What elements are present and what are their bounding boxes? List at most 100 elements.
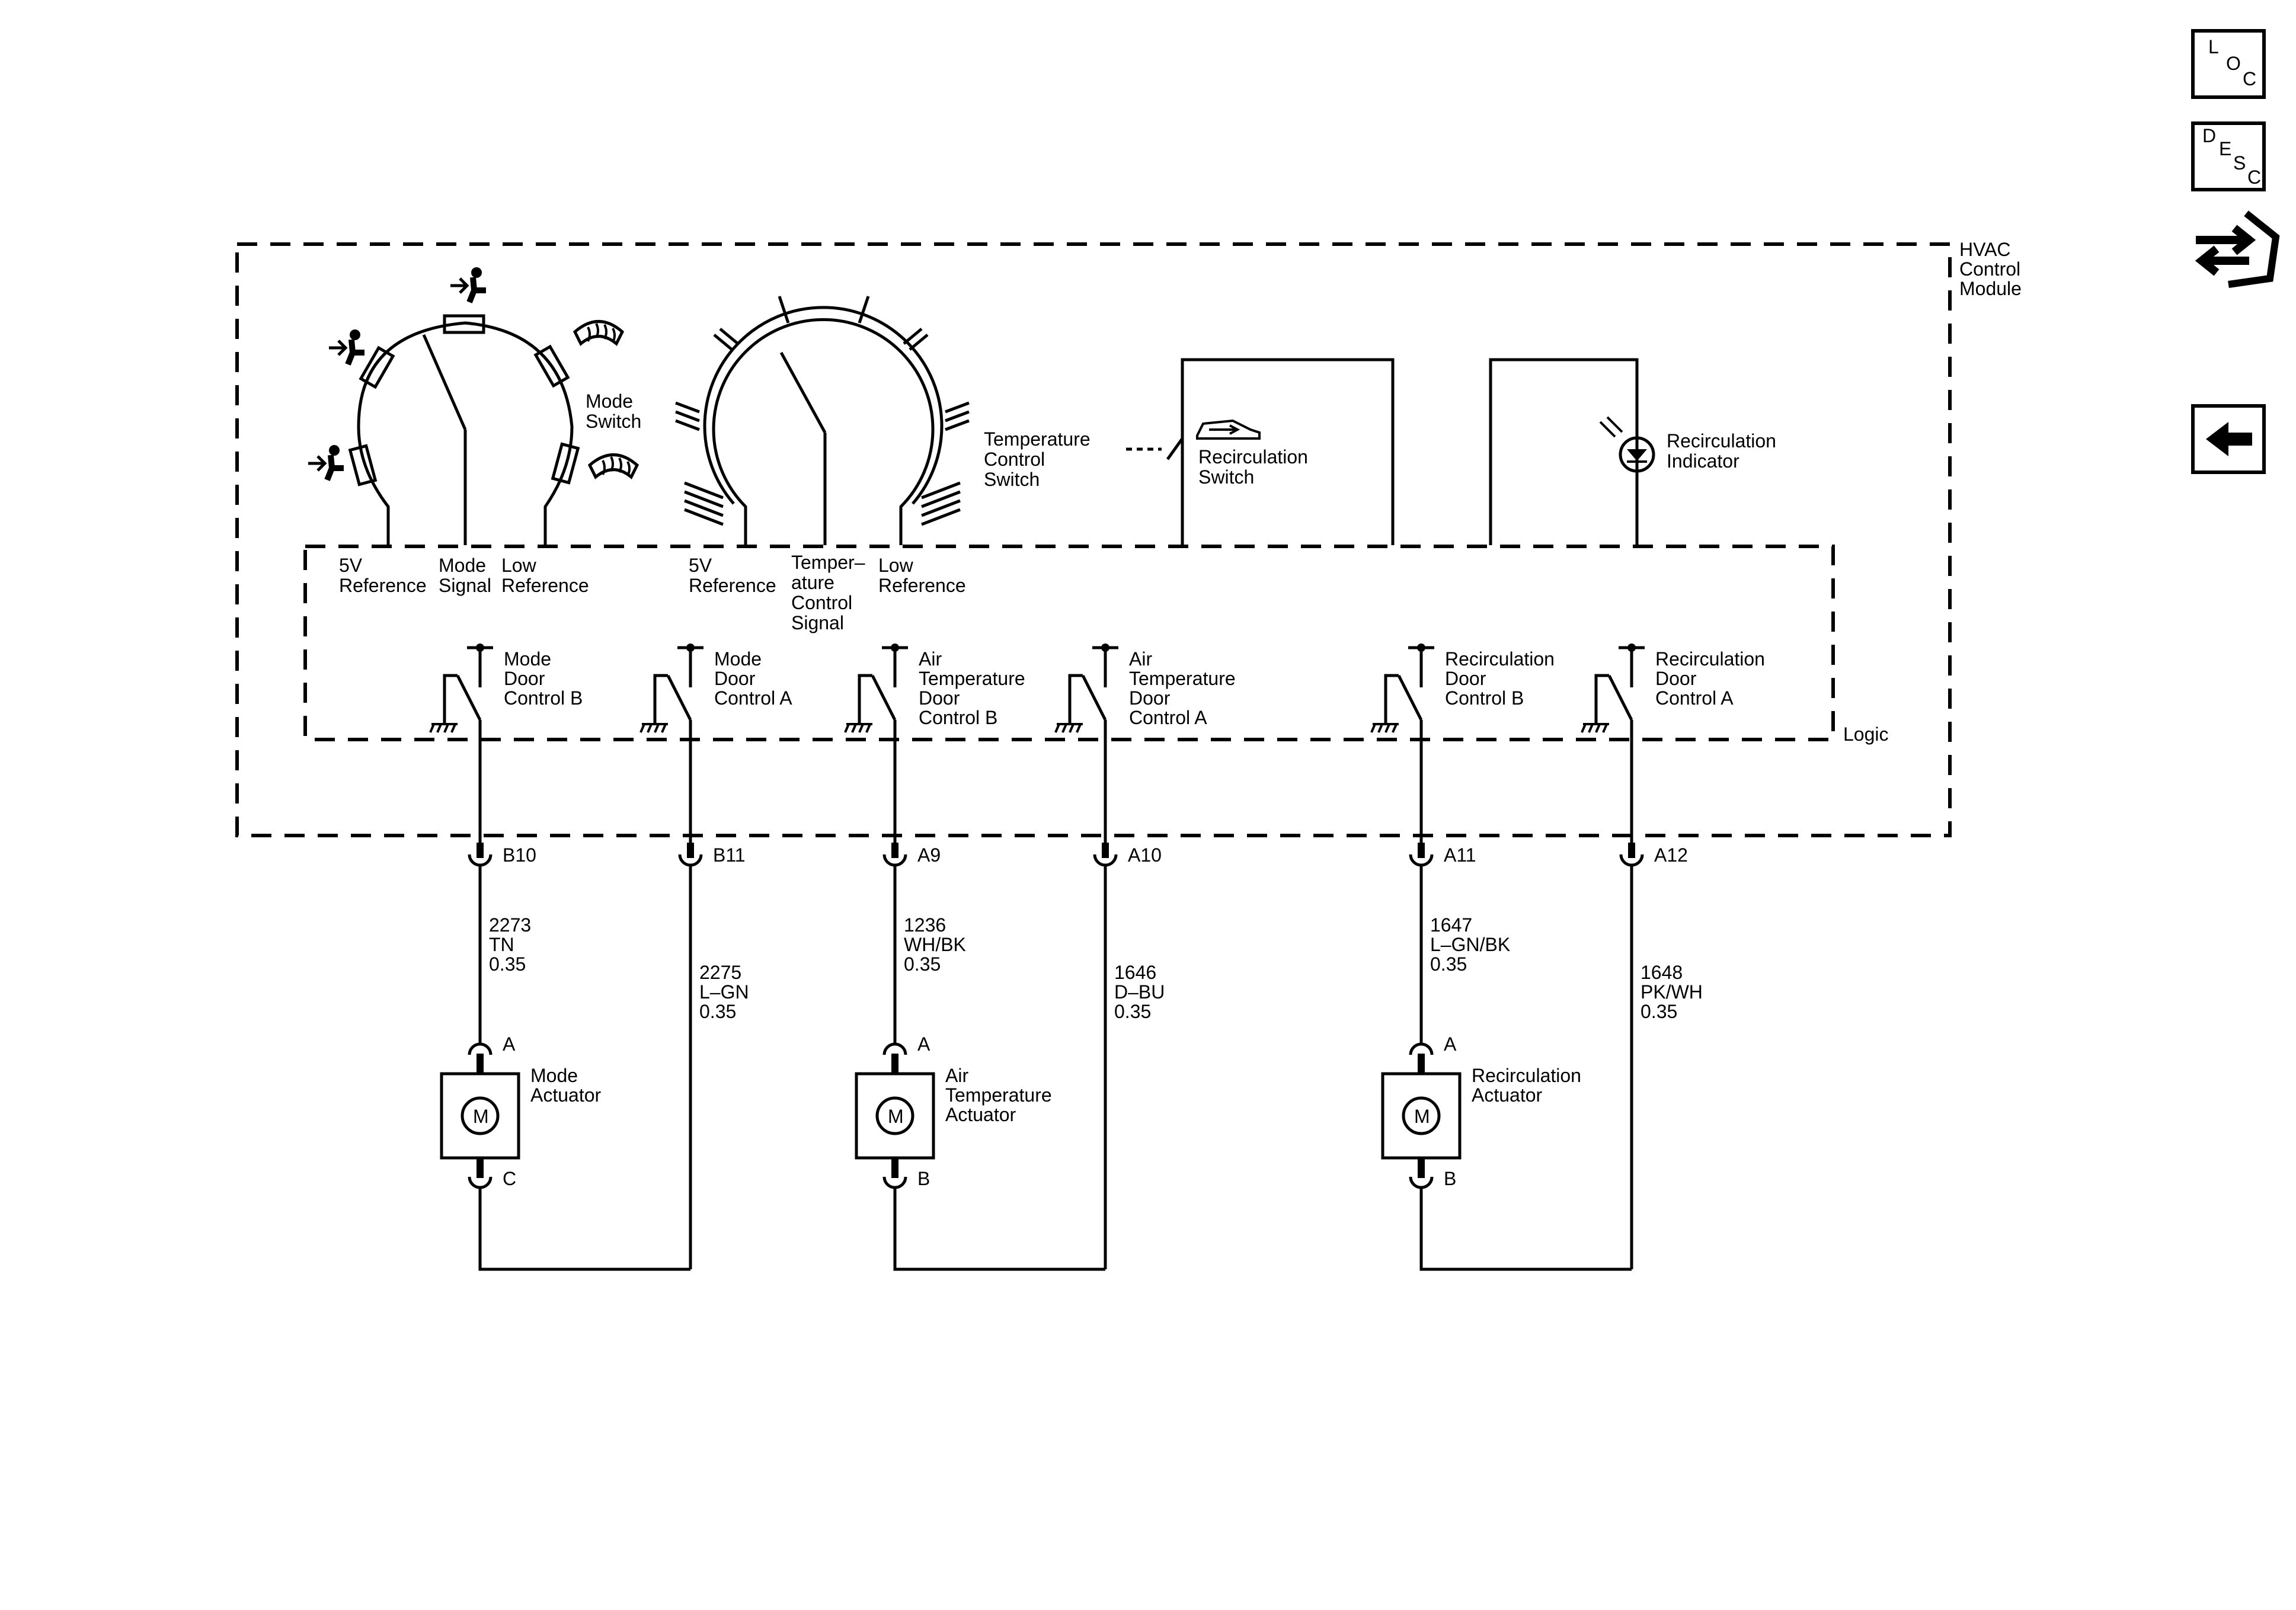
ground-icon [1581,723,1610,734]
driver-label: Air [919,648,942,670]
svg-text:Low: Low [878,555,914,576]
driver-label: Mode [714,648,762,670]
svg-text:Control: Control [1959,258,2020,280]
actuator-top-pin: A [1444,1033,1457,1055]
driver-label: Recirculation [1445,648,1555,670]
svg-text:D: D [2202,125,2216,146]
wire-gauge: 0.35 [489,953,526,975]
connector-pin-B11: B11 [678,843,746,867]
led-icon [1619,436,1655,473]
svg-text:Signal: Signal [791,612,844,633]
wire-color: TN [489,934,514,955]
actuator-bottom-pin: C [503,1168,516,1189]
svg-text:ature: ature [791,572,834,593]
pin-label: A9 [917,844,941,866]
ground-icon [1370,723,1400,734]
motor-letter: M [888,1106,904,1127]
loc-icon[interactable] [2191,29,2266,99]
actuator-top-pin: A [917,1033,930,1055]
svg-text:HVAC: HVAC [1959,239,2011,260]
pin-label: B10 [503,844,536,866]
ground-icon [844,723,874,734]
driver-label: Door [1655,668,1697,689]
recirculation-switch: Recirculation Switch [1126,358,1395,545]
connector-pin-B10: B10 [468,843,536,867]
driver-label: Door [504,668,545,689]
driver-label: Recirculation [1655,648,1765,670]
svg-text:Switch: Switch [984,469,1040,490]
svg-text:Control: Control [791,592,852,613]
back-arrow-icon[interactable] [2206,422,2252,456]
wire-color: WH/BK [904,934,966,955]
wire-gauge: 0.35 [1641,1001,1677,1022]
driver-label: Door [714,668,756,689]
recirculation-car-icon [1196,419,1261,440]
svg-text:L: L [2208,36,2219,57]
svg-text:Reference: Reference [339,575,427,596]
wire-circuit: 2275 [699,962,741,983]
svg-text:Indicator: Indicator [1667,450,1739,472]
logic-boundary [303,545,1835,741]
motor-icon [461,1096,500,1135]
svg-text:E: E [2219,138,2231,159]
connector-pin-A9: A9 [882,843,941,867]
actuator-label: Recirculation [1472,1065,1581,1086]
pin-label: A12 [1654,844,1688,866]
motor-icon [875,1096,914,1135]
driver-label: Control A [1655,687,1734,709]
actuator-top-pin: A [503,1033,516,1055]
module-label: HVAC Control Module [1959,239,2022,299]
svg-text:Signal: Signal [439,575,491,596]
logic-label: Logic [1843,724,1889,745]
wire-circuit: 2273 [489,914,531,936]
pin-label: A11 [1444,844,1476,866]
desc-icon[interactable] [2191,121,2266,191]
driver-label: Mode [504,648,551,670]
wire-circuit: 1648 [1641,962,1683,983]
connector-pin-A12: A12 [1619,843,1688,867]
svg-text:Module: Module [1959,278,2022,299]
vent-icon [329,329,364,364]
wire-color: L–GN [699,981,749,1003]
desc-button[interactable]: D E S C [2191,121,2266,191]
loc-button[interactable]: L O C [2191,29,2266,99]
motor-letter: M [1414,1106,1430,1127]
ground-icon [429,723,459,734]
wire-gauge: 0.35 [1430,953,1467,975]
motor-letter: M [473,1106,489,1127]
wrench-arrows-icon[interactable] [2195,210,2280,288]
wire-circuit: 1236 [904,914,946,936]
svg-text:S: S [2233,152,2246,174]
temperature-control-switch: Temperature Control Switch [675,296,1091,545]
svg-text:Mode: Mode [439,555,486,576]
wire-circuit: 1647 [1430,914,1472,936]
svg-text:Recirculation: Recirculation [1667,430,1776,452]
driver-label: Control B [504,687,583,709]
pin-label: B11 [713,844,746,866]
mode-switch-terminals: 5V Reference Mode Signal Low Reference [339,555,589,596]
driver-label: Temperature [1129,668,1236,689]
svg-text:C: C [2247,167,2261,188]
actuators: AMCModeActuatorAMBAirTemperatureActuator… [440,1033,1632,1271]
ground-icon [639,723,669,734]
back-arrow-button[interactable] [2191,404,2266,474]
svg-text:C: C [2243,68,2256,89]
wire-gauge: 0.35 [904,953,941,975]
actuator-label: Mode [530,1065,578,1086]
vent-icon [450,267,486,302]
ground-icon [1054,723,1084,734]
driver-label: Control B [919,707,997,728]
